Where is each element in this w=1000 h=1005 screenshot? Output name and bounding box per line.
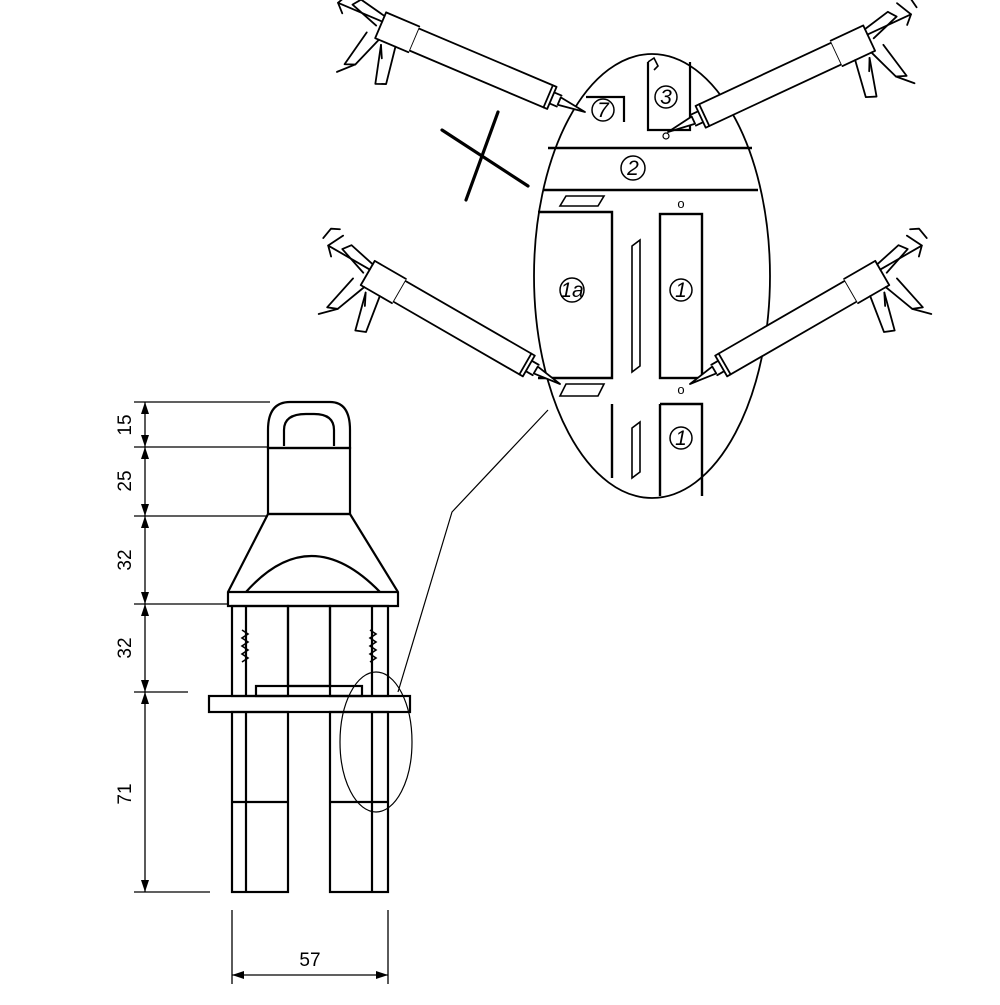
dimension-25: 25	[115, 470, 136, 491]
part-labels	[559, 85, 693, 450]
caulking-gun-left-icon	[288, 223, 573, 437]
caulking-gun-crossed-icon	[304, 0, 596, 169]
width-dimension-arrows	[232, 971, 388, 979]
part-1-lower: 1	[675, 427, 687, 450]
barbecue-side-view	[207, 400, 412, 894]
caulking-gun-right-icon	[677, 223, 962, 437]
part-3: 3	[660, 86, 672, 109]
vertical-dimension-lines	[134, 401, 270, 893]
vertical-dimension-arrows	[141, 402, 149, 892]
cross-out-icon	[440, 110, 530, 202]
part-2: 2	[626, 157, 639, 180]
detail-view	[533, 53, 771, 499]
hole-mark-top: o	[677, 196, 684, 211]
part-1-upper: 1	[675, 279, 687, 302]
part-1a: 1a	[560, 279, 583, 302]
dimension-15: 15	[115, 414, 136, 435]
width-dimension-line	[231, 910, 389, 984]
caulking-gun-top-right-icon	[656, 0, 947, 188]
glue-point-top	[662, 132, 670, 140]
dimension-71: 71	[115, 783, 136, 804]
part-7: 7	[597, 99, 610, 122]
dimension-32-lower: 32	[115, 637, 136, 658]
dimension-57: 57	[299, 950, 320, 971]
detail-callout	[339, 409, 549, 813]
dimension-32-upper: 32	[115, 549, 136, 570]
hole-mark-bottom: o	[677, 382, 684, 397]
